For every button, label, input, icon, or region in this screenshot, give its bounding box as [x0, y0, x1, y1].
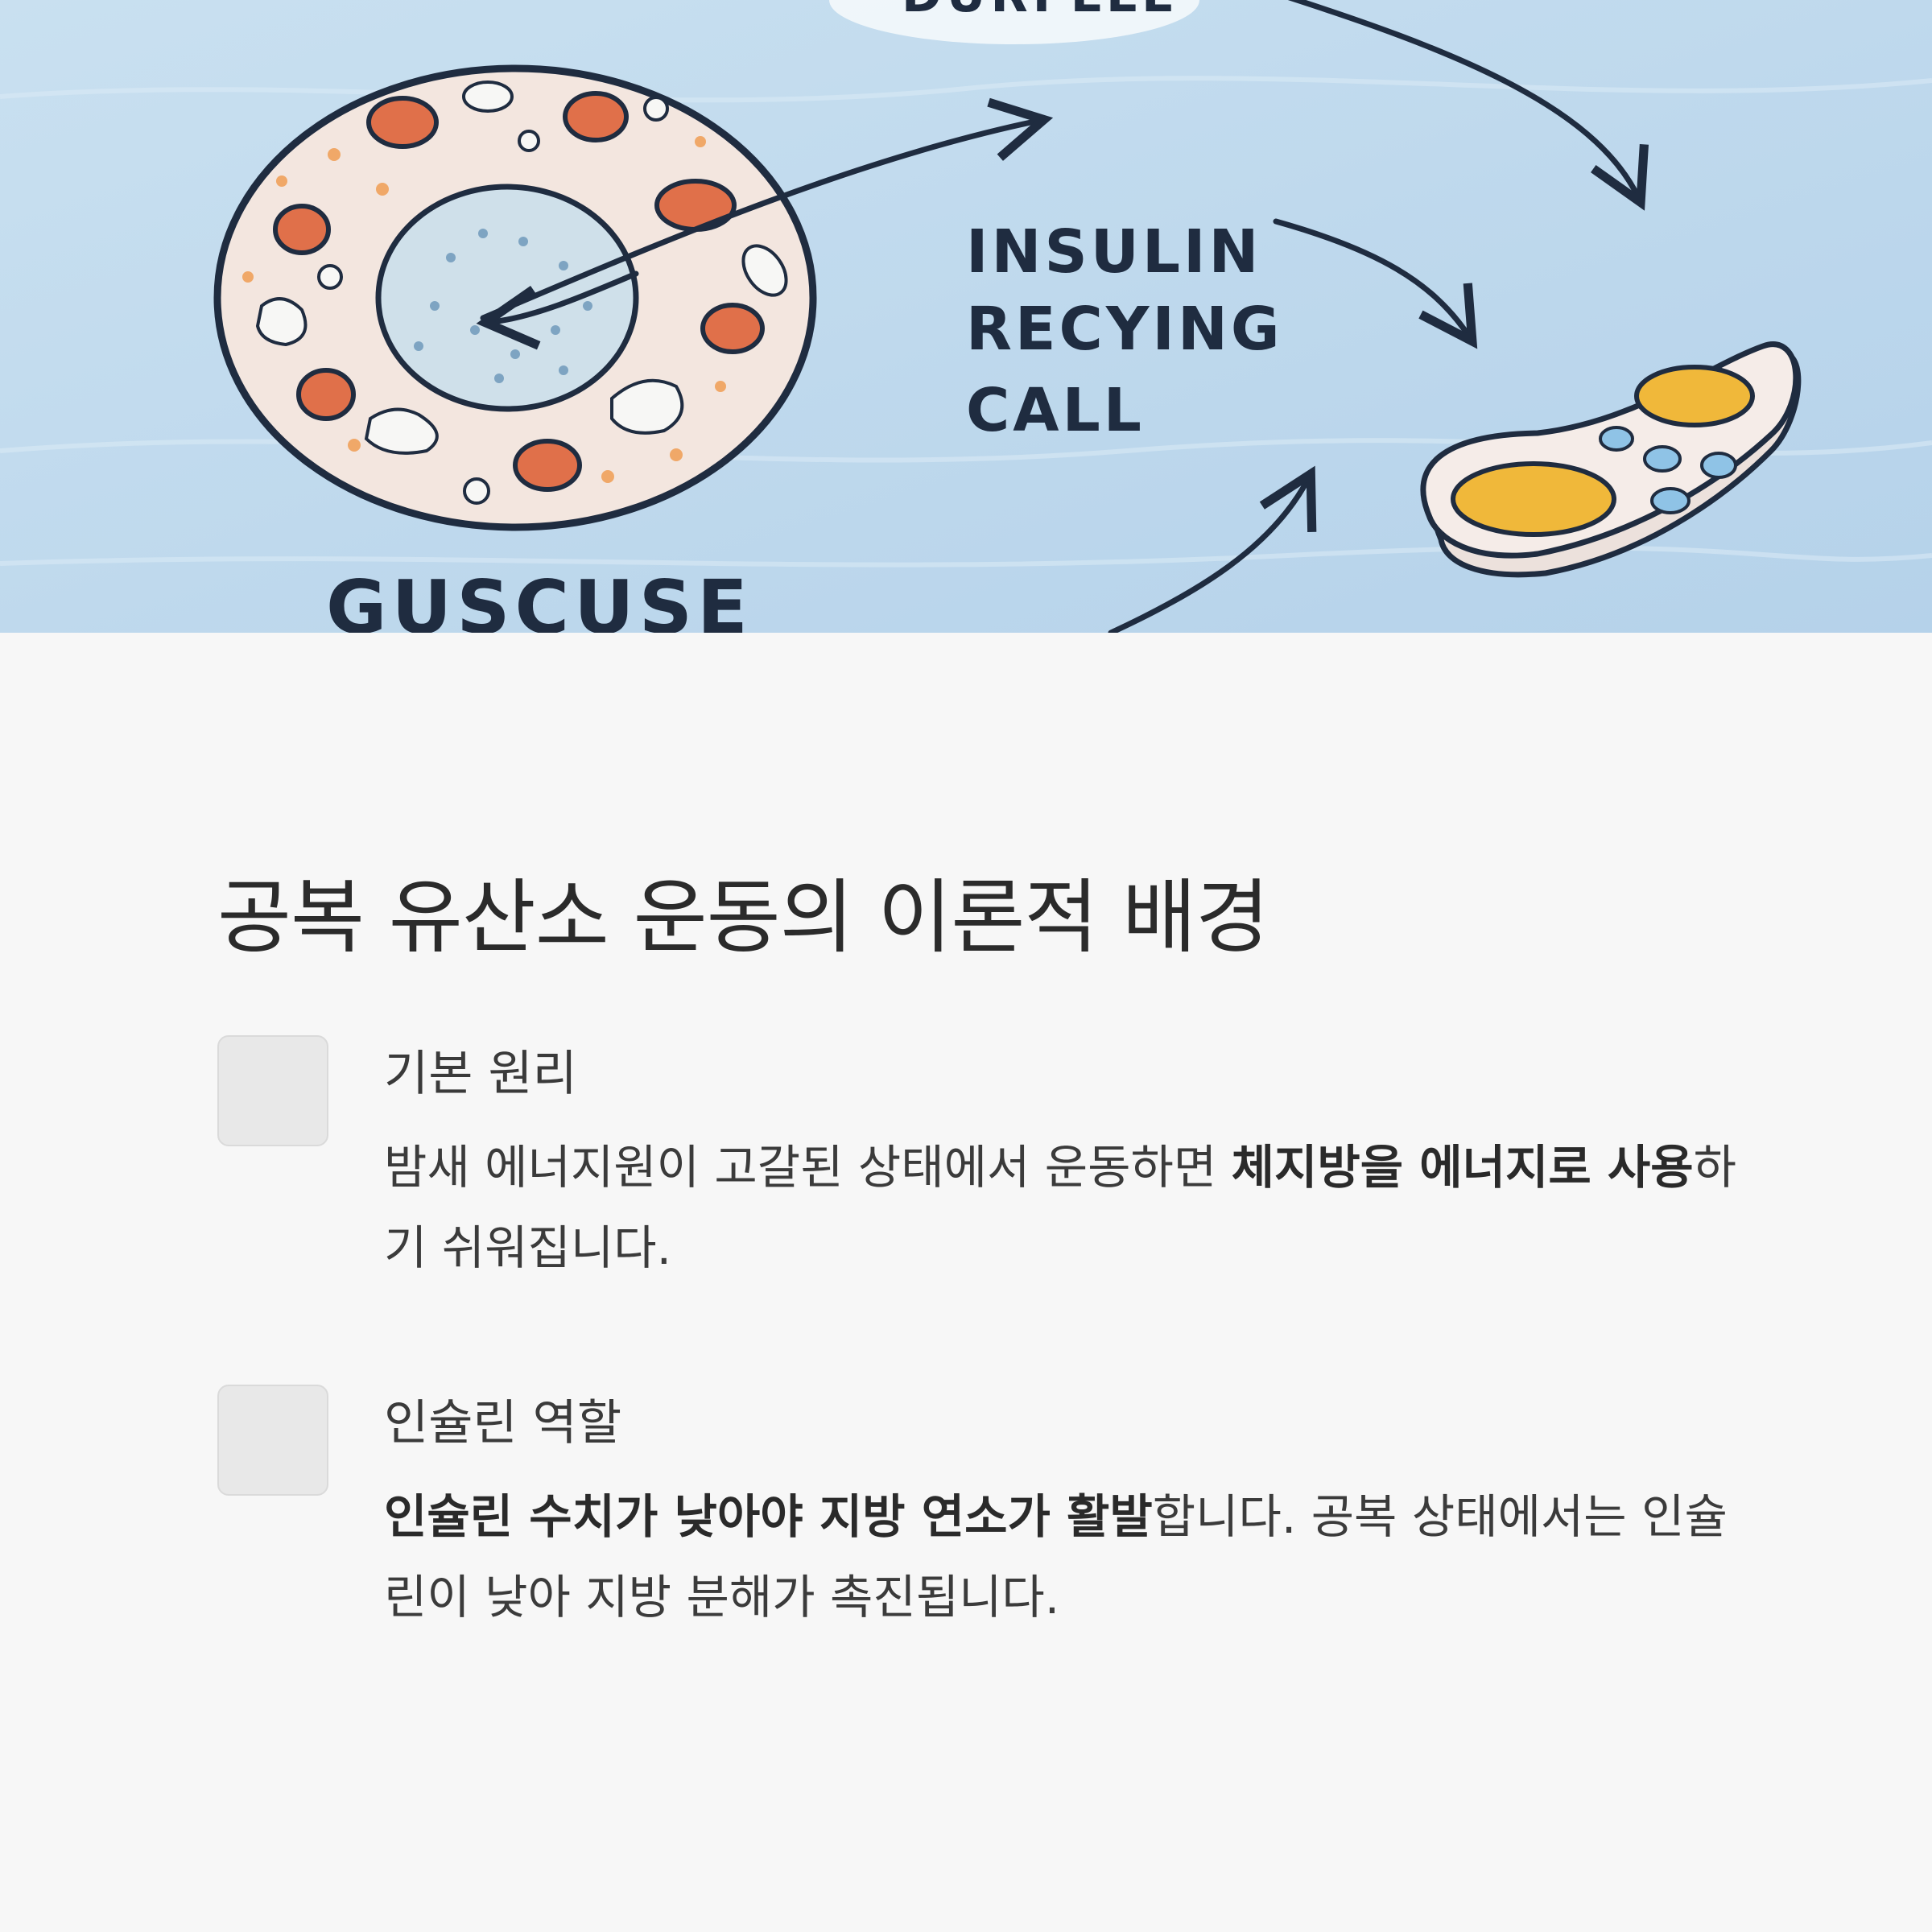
top-cloud: [829, 0, 1199, 44]
arrow-cell-out: [480, 97, 1054, 321]
insulin-label-line1: INSULIN: [966, 217, 1261, 287]
arrow-bottom-up: [1108, 465, 1317, 633]
arrow-cell-in: [476, 270, 639, 350]
cell-diagram: [213, 64, 817, 531]
item-text-after: 하기 쉬워집니다.: [384, 1140, 1737, 1275]
hero-illustration: DURFLLL: [0, 0, 1932, 633]
item-heading: 기본 원리: [384, 1046, 577, 1102]
arrow-middle-right: [1273, 218, 1478, 349]
insulin-label-line2: RECYING: [966, 295, 1283, 364]
list-item: 기본 원리 밤새 에너지원이 고갈된 상태에서 운동하면 체지방을 에너지로 사…: [217, 1035, 1736, 1288]
main-content: 공복 유산소 운동의 이론적 배경 기본 원리 밤새 에너지원이 고갈된 상태에…: [217, 869, 1736, 1637]
item-body: 인슐린 역할 인슐린 수치가 낮아야 지방 연소가 활발합니다. 공복 상태에서…: [384, 1385, 1731, 1637]
item-description: 인슐린 수치가 낮아야 지방 연소가 활발합니다. 공복 상태에서는 인슐린이 …: [384, 1476, 1752, 1637]
item-icon-placeholder: [217, 1385, 328, 1496]
insulin-label-line3: CALL: [966, 376, 1145, 445]
cell-nucleus: [375, 184, 639, 412]
list-item: 인슐린 역할 인슐린 수치가 낮아야 지방 연소가 활발합니다. 공복 상태에서…: [217, 1385, 1731, 1637]
item-heading: 인슐린 역할: [384, 1395, 622, 1451]
top-partial-label: DURFLLL: [902, 0, 1177, 23]
item-text-before: 밤새 에너지원이 고갈된 상태에서 운동하면: [384, 1140, 1232, 1195]
mitochondrion-diagram: [1420, 341, 1802, 578]
bottom-label: GUSCUSE: [326, 564, 753, 633]
item-text-after: 합니다. 공복 상태에서는 인슐린이 낮아 지방 분해가 촉진됩니다.: [384, 1489, 1728, 1624]
arrow-top-right: [1287, 0, 1649, 211]
item-description: 밤새 에너지원이 고갈된 상태에서 운동하면 체지방을 에너지로 사용하기 쉬워…: [384, 1127, 1752, 1288]
item-text-bold: 인슐린 수치가 낮아야 지방 연소가 활발: [384, 1489, 1153, 1544]
section-title: 공복 유산소 운동의 이론적 배경: [217, 870, 1269, 964]
item-icon-placeholder: [217, 1035, 328, 1146]
item-text-bold: 체지방을 에너지로 사용: [1231, 1140, 1694, 1195]
item-body: 기본 원리 밤새 에너지원이 고갈된 상태에서 운동하면 체지방을 에너지로 사…: [384, 1035, 1736, 1288]
